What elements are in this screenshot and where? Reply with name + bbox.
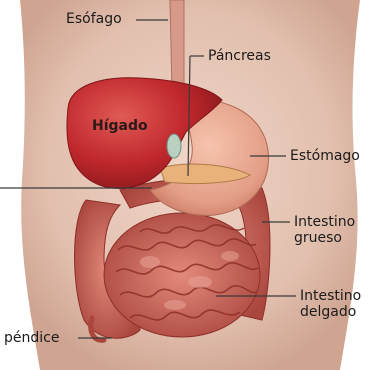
label-higado: Hígado xyxy=(92,118,148,134)
label-esofago: Esófago xyxy=(66,11,122,27)
label-pancreas: Páncreas xyxy=(208,48,271,64)
small-intestine-organ xyxy=(104,213,260,337)
label-apendice: péndice xyxy=(4,330,59,346)
label-intestino-grueso-line1: Intestino xyxy=(294,214,355,230)
label-intestino-grueso: Intestino grueso xyxy=(294,214,355,246)
label-intestino-delgado: Intestino delgado xyxy=(300,288,361,320)
label-estomago: Estómago xyxy=(290,148,360,164)
label-intestino-grueso-line2: grueso xyxy=(294,230,355,246)
label-intestino-delgado-line1: Intestino xyxy=(300,288,361,304)
label-intestino-delgado-line2: delgado xyxy=(300,304,361,320)
esophagus-organ xyxy=(170,0,184,92)
